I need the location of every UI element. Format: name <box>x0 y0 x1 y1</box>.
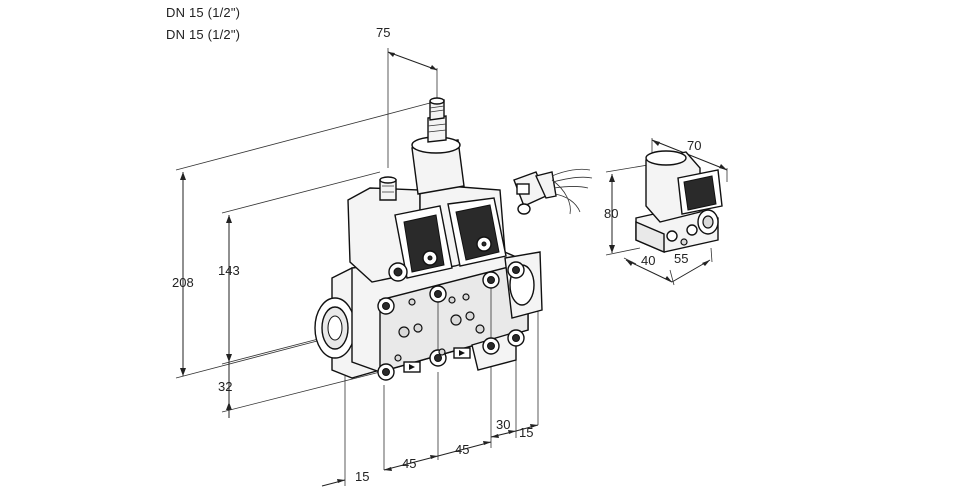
port-screws <box>377 261 525 381</box>
header-line-1: DN 15 (1/2") <box>166 5 241 20</box>
dim-32: 32 <box>218 379 232 394</box>
dim-45-a: 45 <box>402 456 416 471</box>
header-line-2: DN 15 (1/2") <box>166 27 241 42</box>
small-valve-view <box>605 138 728 286</box>
dim-80: 80 <box>604 206 618 221</box>
double-valve-assembly <box>314 97 543 381</box>
connector-plug <box>513 168 593 215</box>
dim-30: 30 <box>496 417 510 432</box>
dim-15-right: 15 <box>519 425 533 440</box>
dim-40: 40 <box>641 253 655 268</box>
dim-70: 70 <box>687 138 701 153</box>
dimension-lines <box>175 48 539 487</box>
dim-55: 55 <box>674 251 688 266</box>
dim-208: 208 <box>172 275 194 290</box>
dim-75: 75 <box>376 25 390 40</box>
dim-15-bottom: 15 <box>355 469 369 484</box>
dim-143: 143 <box>218 263 240 278</box>
dim-45-b: 45 <box>455 442 469 457</box>
